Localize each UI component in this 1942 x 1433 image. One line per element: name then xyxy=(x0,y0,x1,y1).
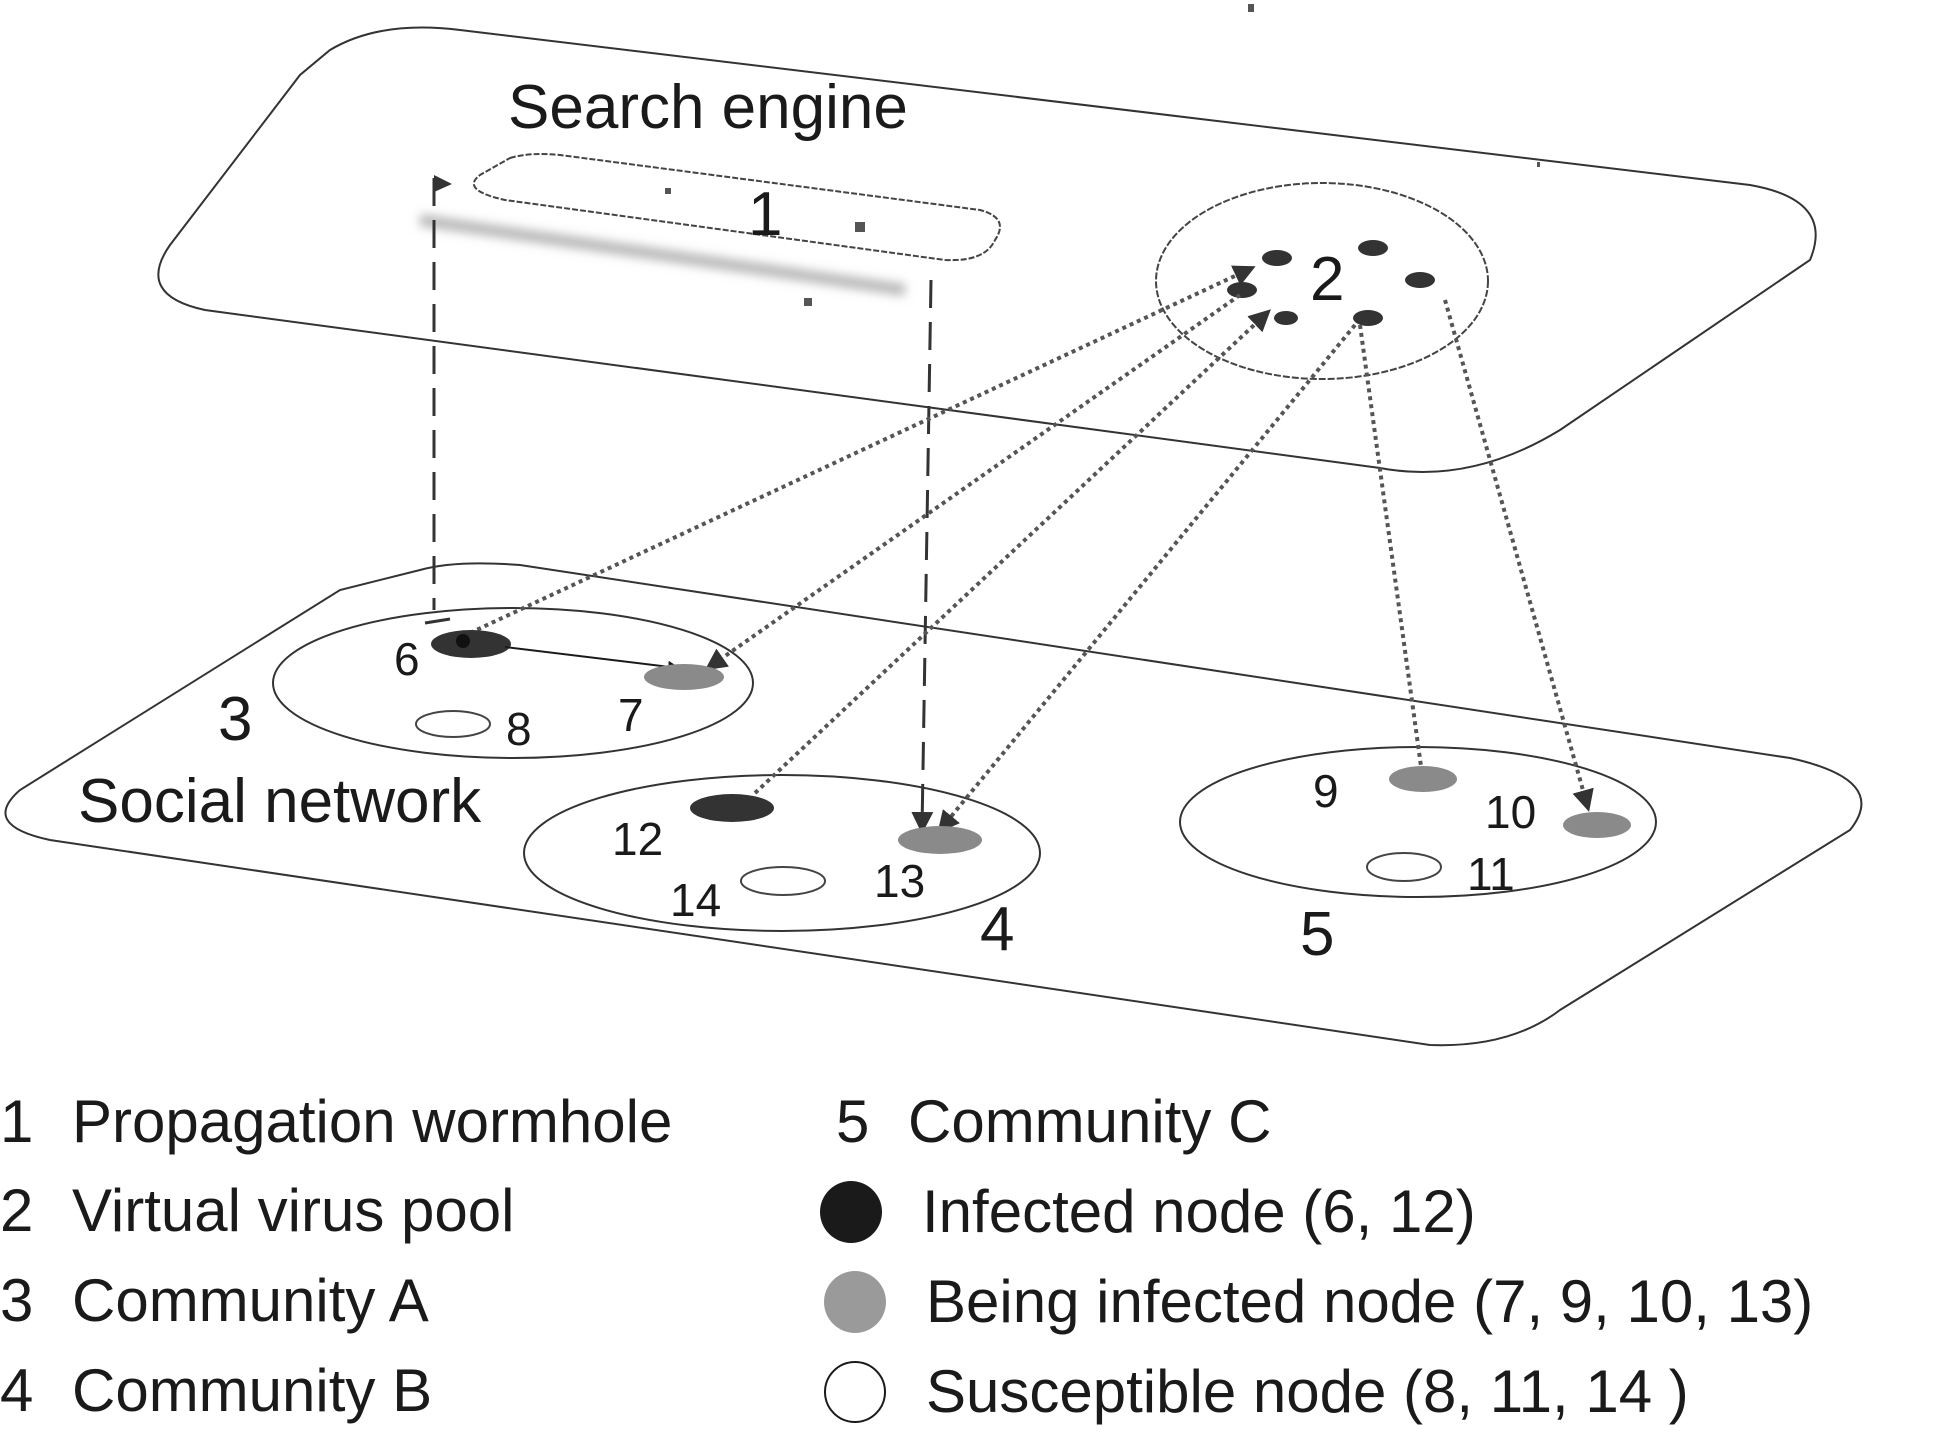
wormhole-shadow xyxy=(419,214,906,296)
node-10: 10 xyxy=(1485,786,1631,838)
legend-state-infected: Infected node (6, 12) xyxy=(820,1181,1476,1243)
node-6-core xyxy=(456,634,470,648)
community-c-number: 5 xyxy=(1300,900,1334,969)
link-pool-to-13 xyxy=(937,323,1357,834)
node-11-label: 11 xyxy=(1467,848,1515,900)
pool-links xyxy=(469,265,1594,834)
link-pool-to-7 xyxy=(704,293,1242,671)
virus-dot xyxy=(1405,272,1435,288)
susceptible-node-icon xyxy=(824,1361,886,1423)
speck xyxy=(804,298,812,306)
legend-item-wormhole: 1 Propagation wormhole xyxy=(0,1092,672,1152)
node-8: 8 xyxy=(415,703,532,755)
node-11-marker xyxy=(1366,852,1442,882)
legend-item-virus-pool: 2 Virtual virus pool xyxy=(0,1181,514,1241)
node-13-label: 13 xyxy=(874,855,925,907)
community-a xyxy=(272,607,754,759)
legend-item-community-a: 3 Community A xyxy=(0,1271,429,1331)
node-7-label: 7 xyxy=(618,689,644,741)
node-12-label: 12 xyxy=(612,813,663,865)
legend-item-community-c: 5 Community C xyxy=(836,1092,1271,1152)
wormhole-link-13 xyxy=(911,279,934,834)
legend: 1 Propagation wormhole 2 Virtual virus p… xyxy=(0,1075,1942,1433)
legend-text: Susceptible node (8, 11, 14 ) xyxy=(926,1358,1689,1425)
node-6: 6 xyxy=(394,630,511,685)
wormhole-flag-icon xyxy=(434,175,452,192)
node-6-marker xyxy=(431,630,511,658)
virus-dot xyxy=(1358,240,1388,256)
node-12: 12 xyxy=(612,794,774,865)
legend-text: Being infected node (7, 9, 10, 13) xyxy=(926,1268,1814,1335)
node-10-marker xyxy=(1563,812,1631,838)
link-6-to-7 xyxy=(504,646,680,673)
legend-item-community-b: 4 Community B xyxy=(0,1361,432,1421)
node-7: 7 xyxy=(618,664,724,741)
legend-state-being-infected: Being infected node (7, 9, 10, 13) xyxy=(824,1271,1813,1333)
node-7-marker xyxy=(644,664,724,690)
legend-text: Community C xyxy=(908,1088,1272,1155)
legend-text: Community A xyxy=(72,1267,429,1334)
community-b xyxy=(523,774,1041,932)
node-8-label: 8 xyxy=(506,703,532,755)
propagation-wormhole xyxy=(473,153,1001,262)
virus-dot xyxy=(1353,310,1383,326)
node-6-tick xyxy=(424,617,451,625)
node-11: 11 xyxy=(1366,848,1515,900)
search-engine-label: Search engine xyxy=(508,73,908,142)
node-14-label: 14 xyxy=(670,874,721,926)
legend-key: 4 xyxy=(0,1357,34,1424)
virus-pool-virus-set xyxy=(1227,240,1435,326)
being-infected-node-icon xyxy=(824,1271,886,1333)
link-6-to-pool xyxy=(469,265,1256,635)
link-pool-to-10 xyxy=(1443,299,1594,812)
community-a-number: 3 xyxy=(218,685,252,754)
node-13-marker xyxy=(898,826,982,854)
speck xyxy=(1537,162,1540,167)
wormhole-number: 1 xyxy=(748,180,782,249)
speck xyxy=(855,222,865,232)
legend-text: Infected node (6, 12) xyxy=(922,1178,1476,1245)
node-9-marker xyxy=(1389,766,1457,792)
legend-key: 1 xyxy=(0,1088,34,1155)
legend-key: 3 xyxy=(0,1267,34,1334)
speck xyxy=(665,188,671,194)
virus-dot xyxy=(1262,250,1292,266)
virtual-virus-pool xyxy=(1155,182,1489,380)
legend-text: Virtual virus pool xyxy=(72,1177,515,1244)
legend-text: Community B xyxy=(72,1357,433,1424)
node-14: 14 xyxy=(670,866,826,926)
legend-text: Propagation wormhole xyxy=(72,1088,673,1155)
node-9-label: 9 xyxy=(1313,765,1339,817)
node-12-marker xyxy=(690,794,774,822)
node-6-label: 6 xyxy=(394,633,420,685)
speck xyxy=(1248,4,1254,12)
infected-node-icon xyxy=(820,1181,882,1243)
legend-key: 5 xyxy=(836,1088,870,1155)
virus-pool-number: 2 xyxy=(1310,245,1344,314)
legend-key: 2 xyxy=(0,1177,34,1244)
node-10-label: 10 xyxy=(1485,786,1536,838)
node-8-marker xyxy=(415,710,491,738)
link-12-to-pool xyxy=(753,309,1271,795)
node-9: 9 xyxy=(1313,765,1457,817)
node-14-marker xyxy=(740,866,826,896)
community-b-number: 4 xyxy=(980,895,1014,964)
node-13: 13 xyxy=(874,826,982,907)
social-network-label: Social network xyxy=(78,767,482,836)
legend-state-susceptible: Susceptible node (8, 11, 14 ) xyxy=(824,1361,1689,1423)
search-engine-plane xyxy=(157,26,1817,473)
virus-dot xyxy=(1274,311,1298,325)
virus-dot xyxy=(1227,282,1257,298)
link-pool-to-9 xyxy=(1358,324,1433,792)
social-network-plane xyxy=(4,562,1863,1047)
